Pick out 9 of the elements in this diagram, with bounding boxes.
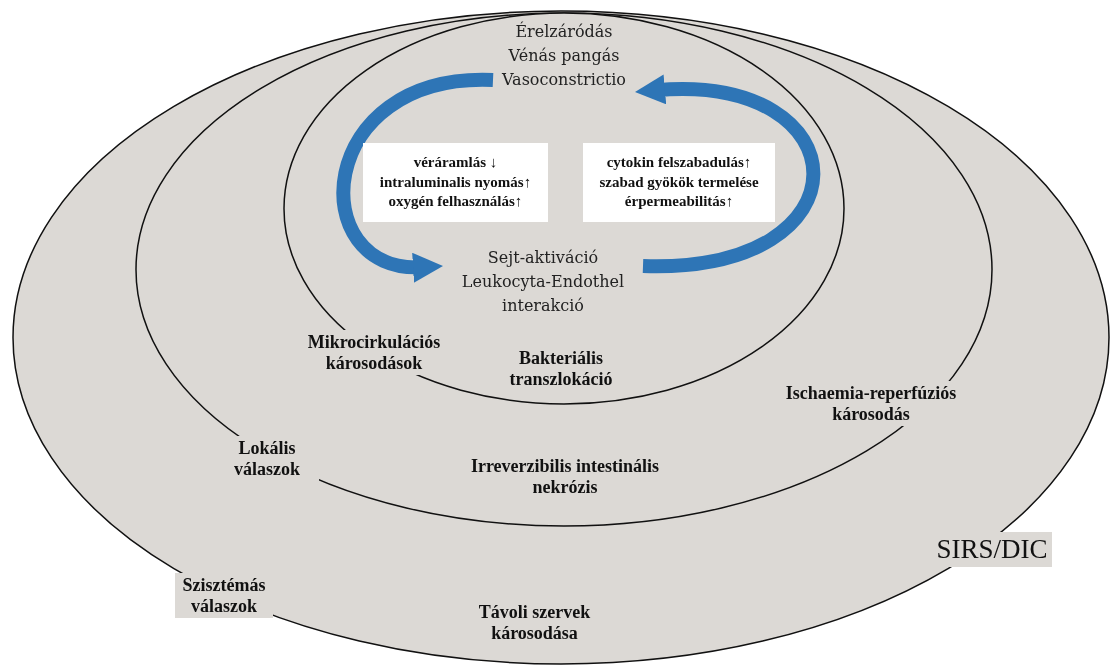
middle-ellipse [135,12,993,527]
process-text: Sejt-aktiváció Leukocyta-Endothel interakció [443,246,643,326]
arrow [634,75,821,273]
ring-label: Szisztémás válaszok [175,573,273,619]
outer-ellipse [12,10,1110,665]
note-card: cytokin felszabadulás↑ szabad gyökök termelése érpermeabilitás↑ [583,143,775,222]
process-text: Érelzáródás Vénás pangás Vasoconstrictio [493,20,635,120]
arrow [336,73,494,282]
note-card: véráramlás ↓ intraluminalis nyomás↑ oxygén felhasználás↑ [363,143,548,222]
